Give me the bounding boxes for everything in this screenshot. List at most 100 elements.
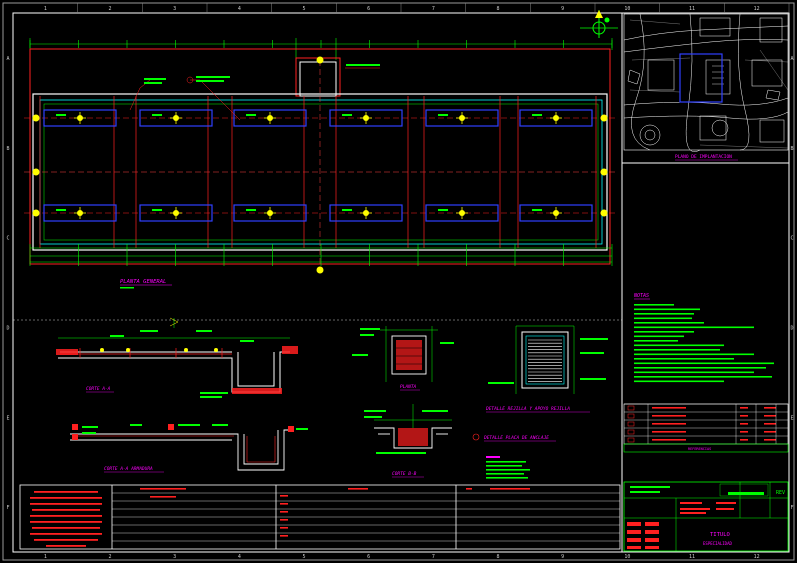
revision-text — [740, 415, 748, 417]
location-plan: PLANO DE IMPLANTACION — [623, 13, 789, 161]
note-line — [634, 380, 724, 383]
column-lines — [39, 96, 597, 248]
table-cell-text — [280, 519, 288, 521]
marker-label — [342, 114, 352, 116]
revision-text — [764, 415, 776, 417]
footing-top — [43, 109, 117, 127]
note-line — [634, 353, 754, 356]
revision-marker — [627, 437, 635, 443]
section-aa-rebar: CORTE A-A ARMADURA — [70, 424, 308, 473]
marker-label — [438, 114, 448, 116]
table-cell-text — [280, 511, 288, 513]
border-number-top: 2 — [108, 6, 111, 12]
revision-text — [764, 431, 776, 433]
border-letter-left: F — [6, 505, 9, 511]
footing-top — [233, 109, 307, 127]
footing-bottom — [233, 204, 307, 222]
axis-bubble — [600, 114, 608, 122]
border-number-top: 1 — [44, 6, 47, 12]
note-line — [634, 349, 720, 351]
footing-top — [519, 109, 593, 127]
anchor-markers — [32, 56, 608, 274]
title-label: TITULO — [710, 532, 730, 538]
border-letter-right: A — [790, 56, 793, 62]
marker-label — [532, 114, 542, 116]
border-letter-right: F — [790, 505, 793, 511]
axis-bubble — [600, 168, 608, 176]
footing-bottom — [329, 204, 403, 222]
note-line — [634, 358, 734, 360]
footing-top — [329, 109, 403, 127]
plan-callout-text — [144, 64, 380, 84]
note-line — [634, 376, 772, 378]
marker-label — [152, 209, 162, 211]
site-highlight — [679, 53, 723, 103]
note-line — [634, 313, 694, 315]
border-number-bottom: 7 — [432, 554, 435, 560]
border-number-top: 3 — [173, 6, 176, 12]
axis-bubble — [32, 209, 40, 217]
table-header-text — [140, 488, 186, 490]
revision-text — [652, 439, 686, 441]
revision-rows — [624, 403, 788, 444]
grate-detail-title: DETALLE REJILLA Y APOYO REJILLA — [485, 406, 570, 412]
axis-bubble — [600, 209, 608, 217]
north-arrow — [580, 10, 618, 38]
note-line — [634, 326, 754, 329]
revision-marker — [627, 429, 635, 435]
revision-text — [740, 439, 748, 441]
dimension-ticks — [29, 40, 613, 266]
general-plan: PLANTA GENERAL — [24, 38, 616, 289]
note-line — [634, 317, 692, 320]
disclaimer-text — [30, 491, 102, 547]
revision-table: REFERENCIAS — [623, 403, 789, 453]
axis-bubble — [316, 56, 324, 64]
table-cell-text — [280, 527, 288, 529]
marker-label — [342, 209, 352, 211]
note-line — [634, 367, 766, 369]
general-plan-title: PLANTA GENERAL — [120, 279, 166, 285]
border-number-bottom: 2 — [108, 554, 111, 560]
bottom-reference-table — [19, 484, 621, 550]
note-line — [634, 308, 700, 311]
table-cell-text — [150, 496, 176, 498]
border-number-top: 7 — [432, 6, 435, 12]
section-bb: CORTE B-B — [364, 404, 452, 478]
grate-bars — [528, 339, 562, 382]
border-number-bottom: 12 — [754, 554, 760, 560]
references-title: REFERENCIAS — [688, 447, 711, 451]
title-block: REV TITULO ESPECIALIDAD — [623, 481, 789, 552]
border-letter-left: E — [6, 415, 9, 421]
border-number-top: 8 — [496, 6, 499, 12]
note-line — [634, 344, 724, 347]
border-number-bottom: 11 — [689, 554, 695, 560]
border-letter-left: B — [6, 146, 9, 152]
notes-block: NOTAS — [633, 293, 774, 383]
table-header-text — [490, 488, 530, 490]
footing-bottom — [519, 204, 593, 222]
footing-top — [139, 109, 213, 127]
note-line — [634, 362, 774, 365]
border-number-top: 10 — [624, 6, 630, 12]
location-plan-title: PLANO DE IMPLANTACION — [675, 154, 732, 160]
border-number-bottom: 5 — [302, 554, 305, 560]
border-letter-right: E — [790, 415, 793, 421]
notes-text-lines — [634, 304, 774, 383]
footing-top — [425, 109, 499, 127]
revision-text — [764, 407, 776, 409]
grate-detail: DETALLE REJILLA Y APOYO REJILLA — [485, 325, 608, 413]
small-plan-title: PLANTA — [400, 384, 417, 390]
revision-text — [740, 407, 748, 409]
border-number-top: 4 — [238, 6, 241, 12]
table-cell-text — [280, 503, 288, 505]
axis-bubble — [32, 114, 40, 122]
border-letter-right: B — [790, 146, 793, 152]
border-number-top: 5 — [302, 6, 305, 12]
border-number-bottom: 6 — [367, 554, 370, 560]
marker-label — [56, 114, 66, 116]
anchor-plate-detail: DETALLE PLACA DE ANCLAJE — [472, 433, 556, 479]
border-number-top: 11 — [689, 6, 695, 12]
note-line — [634, 322, 704, 324]
